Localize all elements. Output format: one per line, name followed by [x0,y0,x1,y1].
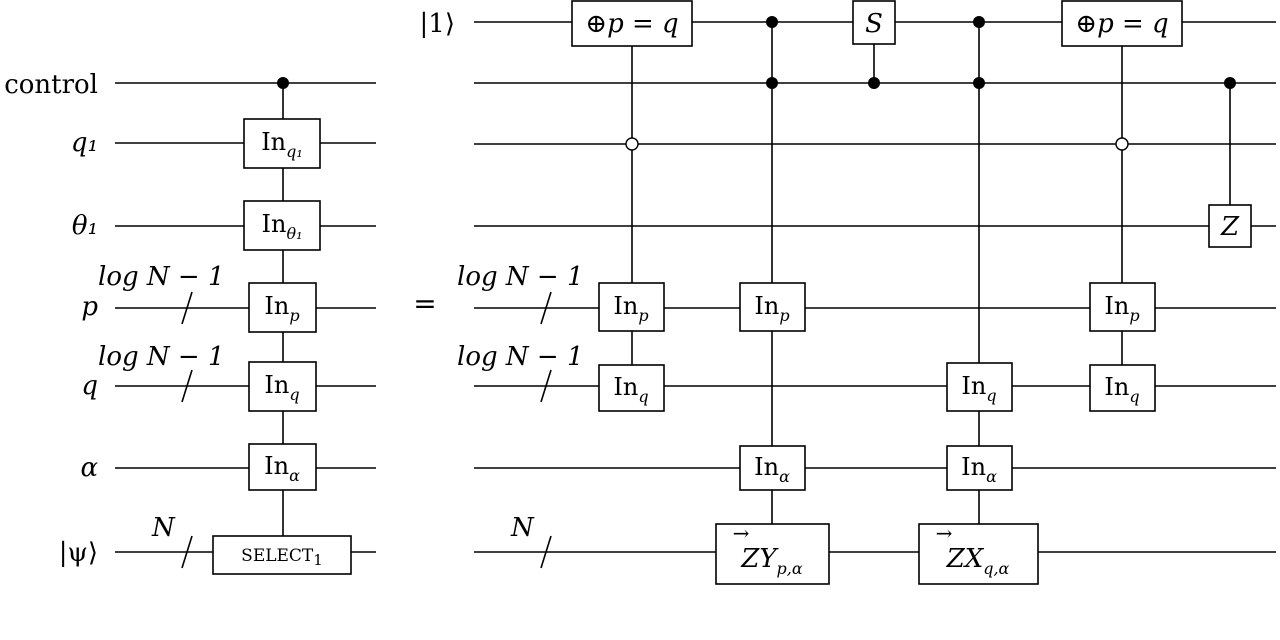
equals-sign: = [413,287,436,320]
gate-in-q1 [243,118,321,169]
gate-in-q1-label: Inq₁ [261,128,303,161]
bus-slash-psi [540,535,552,569]
label-q1: q₁ [71,128,98,158]
gate-select [212,535,352,575]
gate-in-theta1 [243,200,321,251]
bus-slash-p [181,291,193,325]
left-circuit: Inq₁ Inθ₁ Inp Inq Inα SELECT1 control q₁… [4,70,376,575]
gate-zx [918,523,1039,585]
gate-s [852,0,896,45]
bus-slash-q [540,369,552,403]
gate-in-p-3 [1089,282,1156,332]
gate-in-p-label: Inp [264,292,299,325]
bus-label-p: log N − 1 [457,262,583,292]
bus-slash-q [181,369,193,403]
gate-in-q-2-label: Inq [961,372,996,405]
gate-z [1208,204,1252,248]
bus-label-q: log N − 1 [98,342,224,372]
bus-label-psi: N [151,513,176,543]
gate-select-label: SELECT1 [241,546,323,569]
col3-dot-control [973,77,985,89]
gate-in-alpha-2 [946,445,1013,491]
gate-zx-label: ZXq,α [946,544,1010,578]
label-alpha: α [80,453,98,483]
gate-in-alpha-2-label: Inα [961,453,997,486]
label-control: control [4,70,98,100]
gate-in-p-2 [739,282,806,332]
bus-label-psi: N [510,513,535,543]
bus-label-p: log N − 1 [98,262,224,292]
label-q: q [81,371,98,401]
gate-in-theta1-label: Inθ₁ [262,210,303,243]
gate-in-alpha-1 [739,445,806,491]
right-circuit: ⊕p = q Inp Inq Inp Inα → ZYp,α S Inq Inα… [420,0,1276,585]
gate-compare-2 [1061,0,1183,47]
gate-in-q-3-label: Inq [1104,373,1139,406]
label-psi: |ψ⟩ [59,538,98,568]
gate-in-q-2 [946,362,1013,412]
gate-z-label: Z [1220,212,1240,242]
col2-dot-ket [766,16,778,28]
gate-in-p-1-label: Inp [613,292,648,325]
gate-zy-arrow: → [733,521,750,545]
col1-open-control [625,137,639,151]
gate-in-p-1 [598,282,665,332]
gate-zx-arrow: → [936,521,953,545]
gate-in-alpha [248,443,317,491]
label-theta1: θ₁ [72,211,98,241]
bus-slash-p [540,291,552,325]
gate-in-p [248,282,317,333]
bus-label-q: log N − 1 [457,342,583,372]
gate-in-q-label: Inq [264,371,299,404]
control-dot [277,77,289,89]
gate-zy-label: ZYp,α [740,544,803,578]
gate-in-q-1-label: Inq [613,373,648,406]
gate-compare-2-label: ⊕p = q [1075,9,1168,39]
gate-in-q-3 [1089,364,1156,412]
gate-compare-1 [571,0,693,47]
gate-in-alpha-label: Inα [264,452,300,485]
gate-in-p-2-label: Inp [754,292,789,325]
gate-in-alpha-1-label: Inα [754,453,790,486]
gate-s-label: S [865,9,883,39]
gate-zy [715,523,830,585]
gate-in-q [248,361,317,412]
gate-in-q-1 [598,364,665,412]
bus-slash-psi [181,535,193,569]
gate-in-p-3-label: Inp [1104,292,1139,325]
col2-dot-control [766,77,778,89]
label-p: p [81,292,98,322]
s-control-dot [868,77,880,89]
col4-open-control [1115,137,1129,151]
col3-dot-ket [973,16,985,28]
label-ket-1: |1⟩ [420,9,455,39]
gate-compare-1-label: ⊕p = q [585,9,678,39]
z-control-dot [1224,77,1236,89]
